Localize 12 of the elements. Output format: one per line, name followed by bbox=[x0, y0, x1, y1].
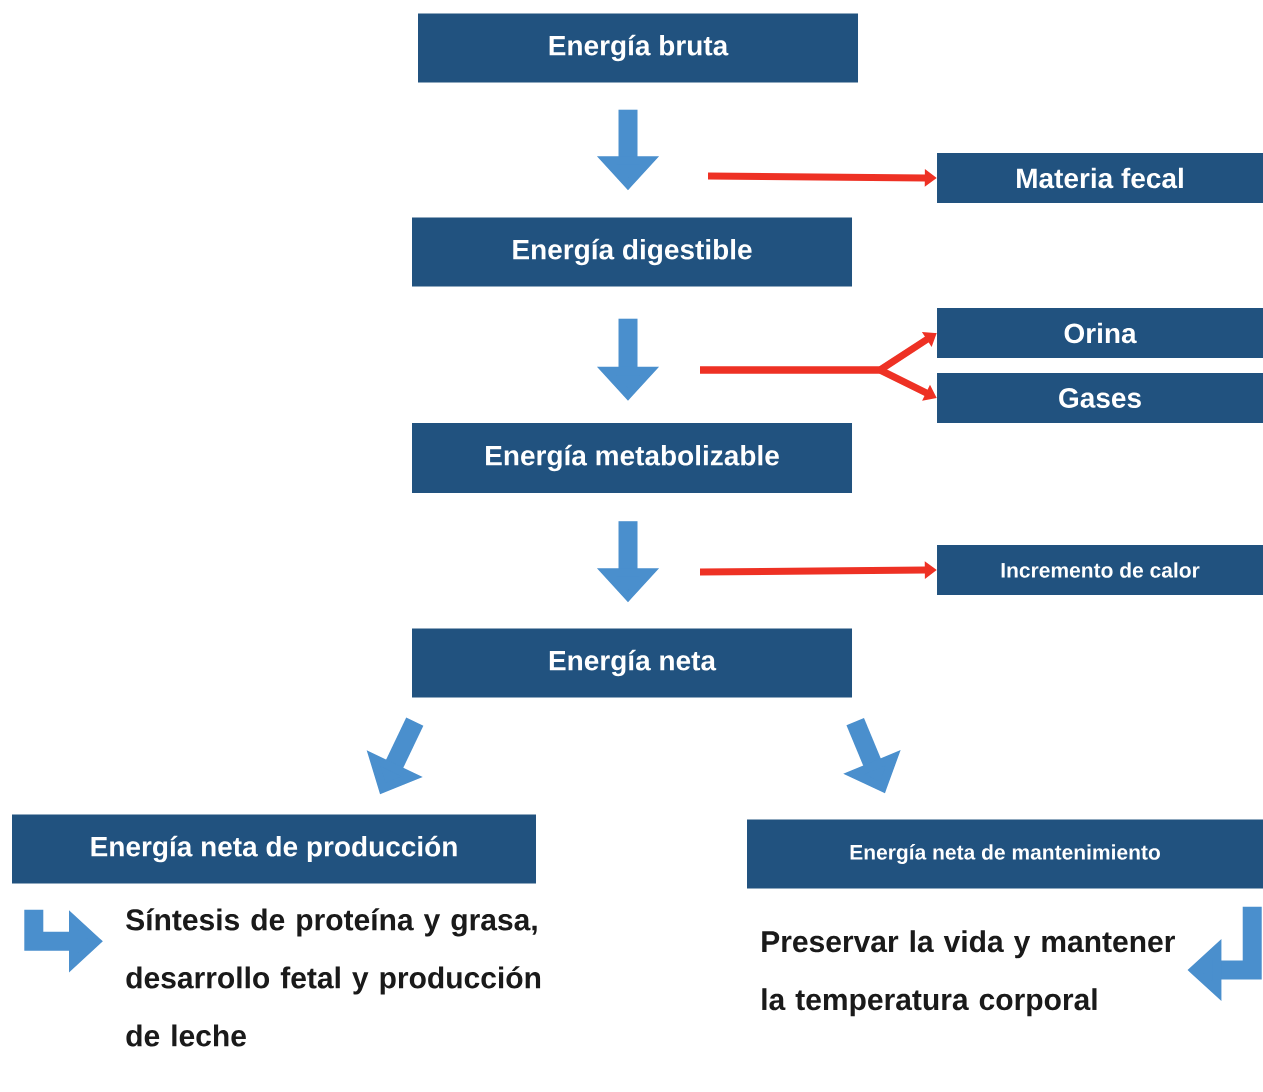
process-box: Orina bbox=[937, 308, 1263, 358]
process-box: Energía neta de producción bbox=[12, 814, 536, 884]
process-box: Energía digestible bbox=[412, 217, 852, 287]
process-box: Energía neta de mantenimiento bbox=[747, 819, 1263, 889]
process-box: Energía neta bbox=[412, 628, 852, 698]
description-text: Síntesis de proteína y grasa, desarrollo fetal y producción de leche bbox=[126, 908, 541, 1047]
process-box: Energía bruta bbox=[418, 13, 858, 83]
process-box: Energía metabolizable bbox=[412, 423, 852, 493]
process-box: Gases bbox=[937, 373, 1263, 423]
description-text: Preservar la vida y mantener la temperatura corporal bbox=[762, 930, 1175, 1017]
process-box: Incremento de calor bbox=[937, 545, 1263, 595]
process-box: Materia fecal bbox=[937, 153, 1263, 203]
